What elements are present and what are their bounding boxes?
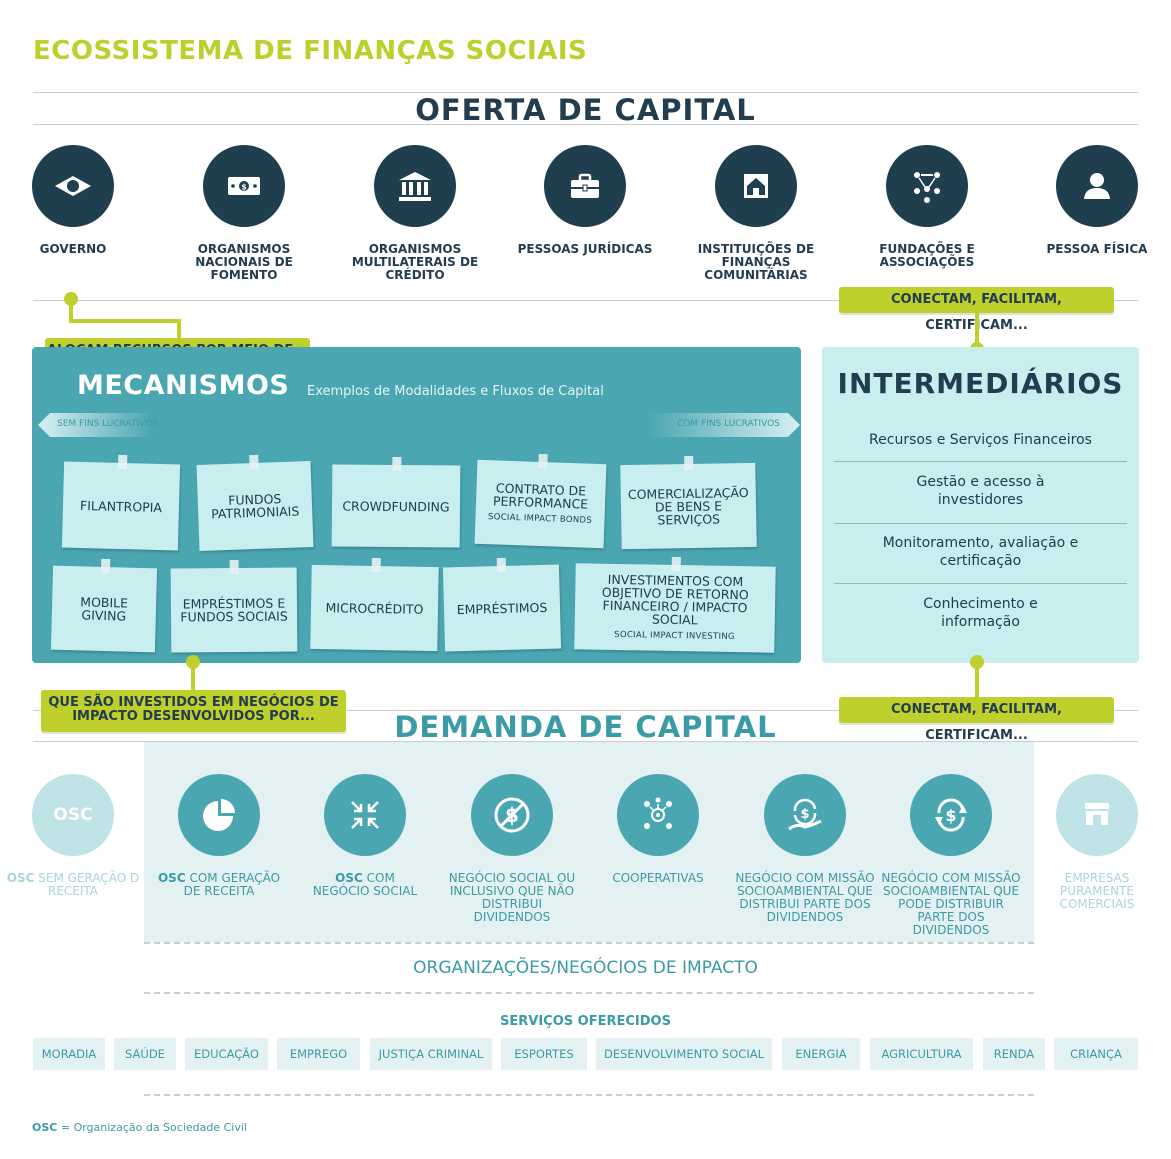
offer-label-governo: GOVERNO — [39, 242, 107, 256]
demand-label: COOPERATIVAS — [612, 871, 704, 885]
dashed-divider — [144, 992, 1034, 994]
divider — [33, 300, 1138, 301]
service-tag: EMPREGO — [277, 1038, 360, 1070]
divider — [33, 124, 1138, 125]
divider — [33, 710, 1138, 711]
connector-line — [975, 668, 979, 698]
note-microcredito: MICROCRÉDITO — [310, 557, 439, 652]
divider — [33, 92, 1138, 93]
footnote: OSC = Organização da Sociedade Civil — [32, 1121, 247, 1134]
person-icon — [1056, 145, 1138, 227]
note-crowdfunding: CROWDFUNDING — [331, 456, 461, 548]
intermediary-item: Recursos e Serviços Financeiros — [869, 432, 1092, 448]
network-people-icon — [886, 145, 968, 227]
briefcase-icon — [544, 145, 626, 227]
storefront-icon — [1056, 774, 1138, 856]
page-title: ECOSSISTEMA DE FINANÇAS SOCIAIS — [33, 36, 588, 66]
offer-label-pj: PESSOAS JURÍDICAS — [517, 242, 653, 256]
brazil-flag-icon — [32, 145, 114, 227]
note-emprestimos: EMPRÉSTIMOS — [442, 557, 562, 652]
svg-text:$: $ — [800, 807, 809, 822]
dollar-hand-icon: $ — [764, 774, 846, 856]
demand-title: DEMANDA DE CAPITAL — [394, 710, 777, 744]
callout-connect-bottom: CONECTAM, FACILITAM, CERTIFICAM... — [839, 697, 1114, 743]
service-tag: AGRICULTURA — [870, 1038, 973, 1070]
note-emprestimos-fundos: EMPRÉSTIMOS E FUNDOS SOCIAIS — [170, 559, 298, 653]
connector-dot — [186, 655, 200, 669]
impact-orgs-label: ORGANIZAÇÕES/NEGÓCIOS DE IMPACTO — [413, 958, 758, 978]
arrow-label-nonprofit: SEM FINS LUCRATIVOS — [57, 419, 158, 429]
note-comercializacao: COMERCIALIZAÇÃO DE BENS E SERVIÇOS — [620, 455, 757, 550]
service-tag: EDUCAÇÃO — [185, 1038, 268, 1070]
service-tag: MORADIA — [33, 1038, 105, 1070]
divider — [33, 741, 1138, 742]
offer-label-fomento: ORGANISMOS NACIONAIS DE FOMENTO — [195, 242, 293, 282]
demand-label: OSC COM GERAÇÃO DE RECEITA — [157, 871, 281, 898]
intermediaries-title: INTERMEDIÁRIOS — [837, 367, 1124, 400]
demand-label: OSC SEM GERAÇÃO D RECEITA — [6, 871, 140, 898]
dashed-divider — [144, 942, 1034, 944]
mechanisms-subtitle: Exemplos de Modalidades e Fluxos de Capi… — [307, 384, 604, 399]
service-tag: CRIANÇA — [1054, 1038, 1138, 1070]
intermediaries-panel: INTERMEDIÁRIOS Recursos e Serviços Finan… — [822, 347, 1139, 663]
service-tag: ENERGIA — [782, 1038, 860, 1070]
money-bill-icon: $ — [203, 145, 285, 227]
connector-line — [975, 313, 979, 343]
intermediary-item: Gestão e acesso à investidores — [916, 474, 1045, 508]
connector-line — [69, 300, 73, 322]
svg-text:$: $ — [945, 806, 956, 825]
callout-invested: QUE SÃO INVESTIDOS EM NEGÓCIOS DE IMPACT… — [41, 690, 346, 732]
divider — [834, 583, 1127, 584]
demand-label: NEGÓCIO COM MISSÃO SOCIOAMBIENTAL QUE DI… — [735, 871, 875, 924]
svg-text:$: $ — [241, 183, 247, 192]
no-dollar-icon: $ — [471, 774, 553, 856]
service-tag: JUSTIÇA CRIMINAL — [370, 1038, 492, 1070]
demand-label: OSC COM NEGÓCIO SOCIAL — [312, 871, 418, 898]
impact-organizations-area — [144, 742, 1034, 942]
offer-label-fundacoes: FUNDAÇÕES E ASSOCIAÇÕES — [879, 242, 975, 269]
network-target-icon — [617, 774, 699, 856]
dollar-cycle-icon: $ — [910, 774, 992, 856]
pie-chart-icon — [178, 774, 260, 856]
dashed-divider — [144, 1094, 1034, 1096]
service-tag: SAÚDE — [114, 1038, 176, 1070]
demand-label: NEGÓCIO COM MISSÃO SOCIOAMBIENTAL QUE PO… — [881, 871, 1021, 937]
intermediary-item: Conhecimento e informação — [923, 596, 1038, 630]
connector-dot — [64, 292, 78, 306]
service-tag: ESPORTES — [501, 1038, 587, 1070]
demand-label: EMPRESAS PURAMENTE COMERCIAIS — [1059, 871, 1135, 911]
connector-line — [191, 668, 195, 692]
service-tag: DESENVOLVIMENTO SOCIAL — [596, 1038, 772, 1070]
divider — [834, 523, 1127, 524]
arrows-inward-icon — [324, 774, 406, 856]
offer-label-multilaterais: ORGANISMOS MULTILATERAIS DE CRÉDITO — [351, 242, 479, 282]
services-title: SERVIÇOS OFERECIDOS — [500, 1014, 671, 1029]
note-mobile-giving: MOBILE GIVING — [50, 558, 158, 653]
arrow-label-profit: COM FINS LUCRATIVOS — [677, 419, 780, 429]
offer-title: OFERTA DE CAPITAL — [415, 93, 756, 127]
service-tag: RENDA — [983, 1038, 1045, 1070]
note-investimentos: INVESTIMENTOS COM OBJETIVO DE RETORNO FI… — [574, 556, 776, 653]
callout-connect-top: CONECTAM, FACILITAM, CERTIFICAM... — [839, 287, 1114, 333]
connector-line — [177, 319, 181, 341]
offer-label-comunitarias: INSTITUIÇÕES DE FINANÇAS COMUNITÁRIAS — [697, 242, 815, 282]
bank-building-icon — [374, 145, 456, 227]
offer-label-pf: PESSOA FÍSICA — [1046, 242, 1148, 256]
profit-spectrum-arrow — [38, 413, 800, 437]
divider — [834, 461, 1127, 462]
mechanisms-title: MECANISMOS — [77, 370, 290, 401]
community-building-icon — [715, 145, 797, 227]
osc-text-icon: OSC — [32, 774, 114, 856]
note-filantropia: FILANTROPIA — [61, 454, 181, 551]
demand-label: NEGÓCIO SOCIAL OU INCLUSIVO QUE NÃO DIST… — [448, 871, 576, 924]
intermediary-item: Monitoramento, avaliação e certificação — [882, 535, 1079, 569]
note-fundos-patrimoniais: FUNDOS PATRIMONIAIS — [196, 454, 314, 551]
connector-dot — [970, 655, 984, 669]
connector-line — [69, 319, 181, 323]
